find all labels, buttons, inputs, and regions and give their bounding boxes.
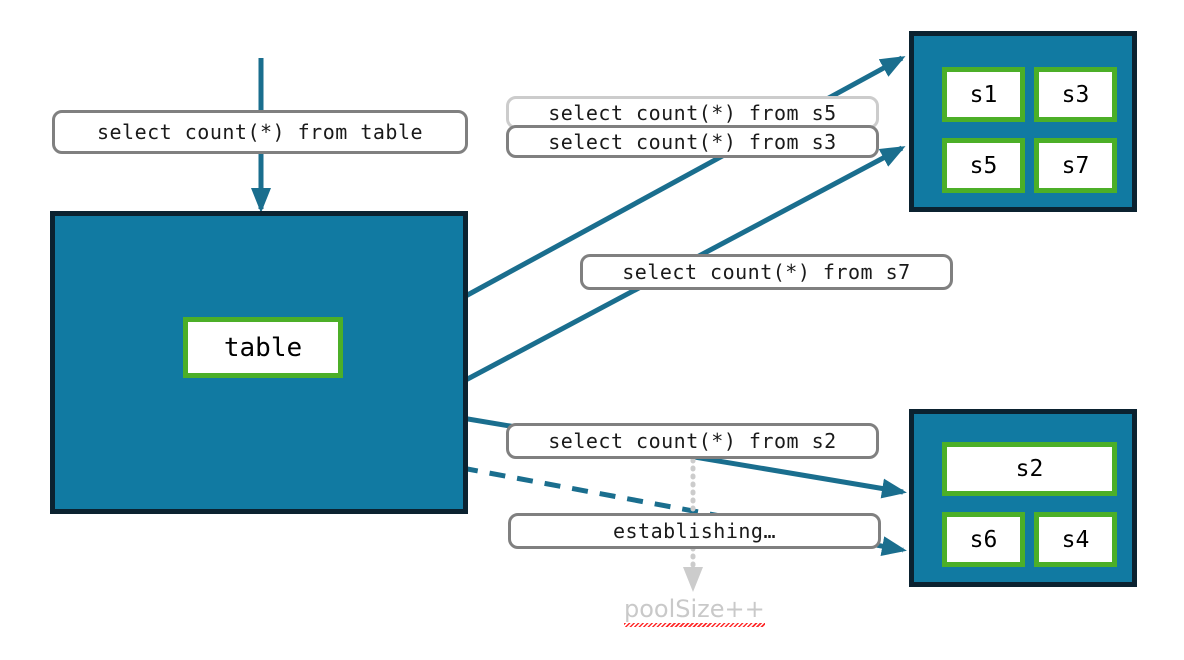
chip-query-s7-label: select count(*) from s7 — [622, 260, 911, 284]
chip-source-query-label: select count(*) from table — [96, 120, 424, 144]
chip-query-s3[interactable]: select count(*) from s3 — [506, 125, 879, 158]
table-container[interactable]: table — [50, 211, 468, 514]
upper-pool[interactable]: s1 s3 s5 s7 — [909, 31, 1137, 212]
node-s4[interactable]: s4 — [1034, 512, 1117, 567]
node-table-label: table — [223, 332, 303, 363]
annotation-poolsize-label: poolSize++ — [624, 595, 765, 627]
chip-query-s2-label: select count(*) from s2 — [548, 429, 837, 453]
chip-query-s5[interactable]: select count(*) from s5 — [506, 96, 879, 129]
chip-source-query[interactable]: select count(*) from table — [52, 110, 468, 154]
node-s7[interactable]: s7 — [1034, 138, 1117, 193]
node-s1-label: s1 — [969, 81, 998, 108]
node-s3[interactable]: s3 — [1034, 67, 1117, 122]
node-s5-label: s5 — [969, 152, 998, 179]
node-s2-label: s2 — [1015, 456, 1044, 482]
chip-establishing[interactable]: establishing… — [508, 513, 881, 549]
node-s1[interactable]: s1 — [942, 67, 1025, 122]
chip-query-s5-label: select count(*) from s5 — [548, 100, 837, 125]
node-s2[interactable]: s2 — [942, 442, 1117, 496]
chip-query-s7[interactable]: select count(*) from s7 — [580, 254, 953, 290]
chip-establishing-label: establishing… — [612, 519, 777, 543]
node-s5[interactable]: s5 — [942, 138, 1025, 193]
node-s4-label: s4 — [1061, 526, 1090, 553]
node-s6-label: s6 — [969, 526, 998, 553]
annotation-poolsize: poolSize++ — [624, 595, 765, 627]
lower-pool[interactable]: s2 s6 s4 — [909, 409, 1137, 587]
node-s3-label: s3 — [1061, 81, 1090, 108]
chip-query-s2[interactable]: select count(*) from s2 — [506, 423, 879, 459]
node-table[interactable]: table — [183, 317, 343, 378]
chip-query-s3-label: select count(*) from s3 — [548, 129, 837, 154]
node-s6[interactable]: s6 — [942, 512, 1025, 567]
node-s7-label: s7 — [1061, 152, 1090, 179]
